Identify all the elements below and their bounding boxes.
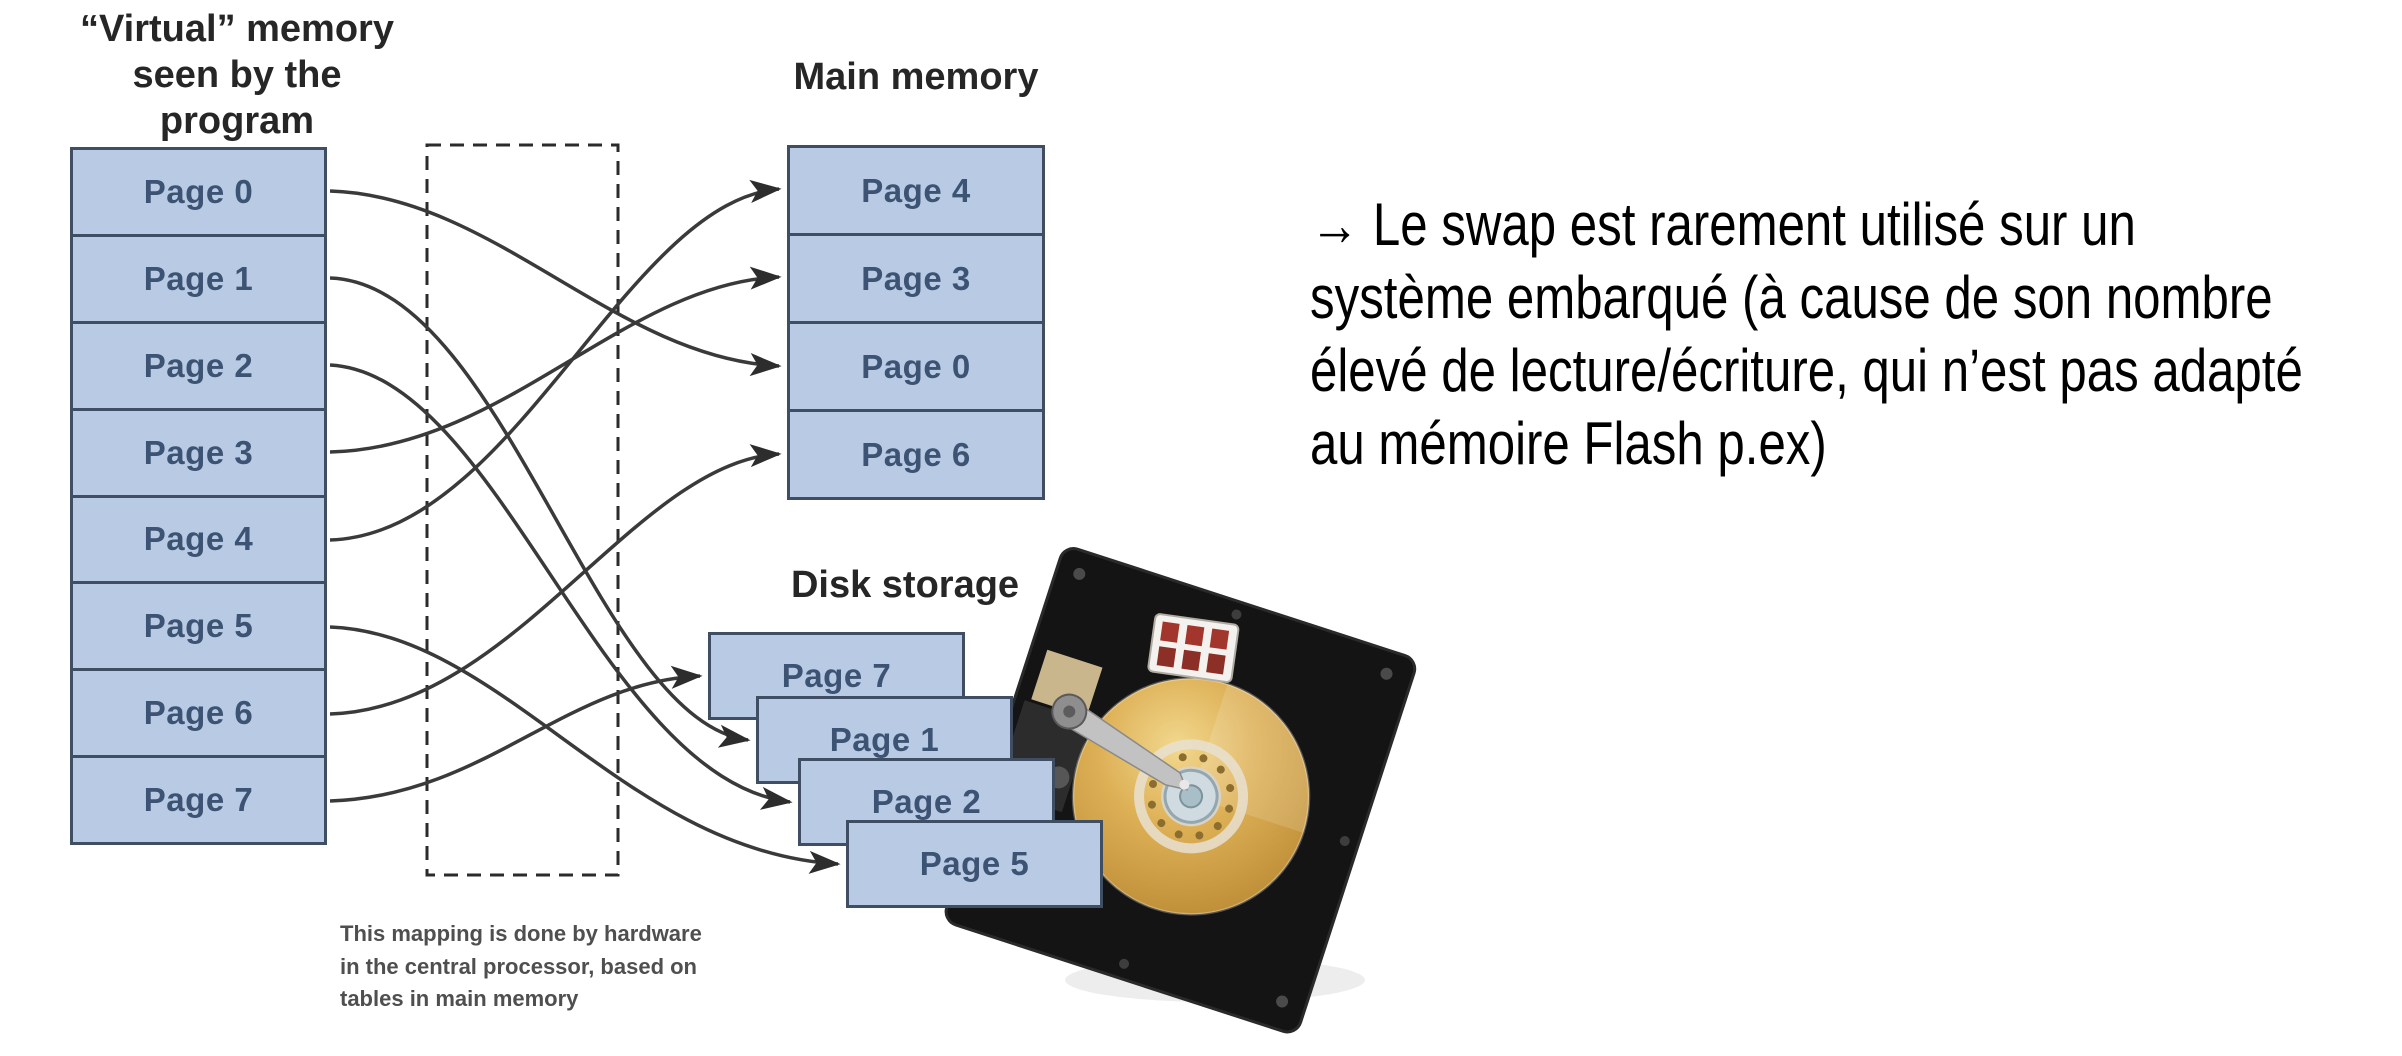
virtual-page-box: Page 7: [73, 755, 324, 842]
mapping-caption-line1: This mapping is done by hardware: [340, 921, 702, 946]
swap-note-line1: → Le swap est rarement utilisé sur un: [1310, 191, 2136, 258]
virtual-page-box: Page 1: [73, 233, 324, 321]
mapping-caption: This mapping is done by hardware in the …: [340, 918, 702, 1016]
arrow-page5-to-disk-page5: [329, 625, 841, 874]
main-memory-page-label: Page 0: [861, 347, 971, 385]
virtual-page-box: Page 2: [73, 320, 324, 408]
virtual-page-label: Page 7: [143, 781, 254, 819]
virtual-page-box: Page 3: [73, 407, 324, 495]
virtual-memory-title-line1: “Virtual” memory: [80, 8, 394, 50]
virtual-page-label: Page 6: [143, 694, 254, 732]
virtual-page-label: Page 1: [143, 259, 254, 297]
arrow-page4-to-main-page4: [329, 179, 782, 542]
hdd-beige-block: [1031, 649, 1103, 718]
main-memory-page-box: Page 0: [790, 321, 1042, 409]
main-memory-title: Main memory: [793, 56, 1039, 98]
arrow-page3-to-main-page3: [329, 266, 782, 454]
main-memory-column: Page 4 Page 3 Page 0 Page 6: [787, 145, 1045, 500]
mapping-caption-line2: in the central processor, based on: [340, 953, 697, 979]
hdd-connector: [1147, 613, 1240, 683]
main-memory-page-label: Page 4: [861, 171, 971, 209]
virtual-page-label: Page 4: [143, 520, 254, 558]
arrow-page2-to-disk-page2: [329, 363, 793, 810]
virtual-page-box: Page 4: [73, 494, 324, 582]
arrow-page6-to-main-page6: [329, 444, 782, 716]
mmu-dashed-box: [425, 143, 620, 877]
disk-page-box: Page 5: [846, 820, 1103, 908]
disk-page-label: Page 1: [829, 721, 940, 758]
disk-storage-title: Disk storage: [790, 564, 1020, 606]
main-memory-page-box: Page 3: [790, 233, 1042, 321]
arrow-page1-to-disk-page1: [329, 276, 751, 748]
swap-note-line2: système embarqué (à cause de son nombre: [1310, 264, 2273, 331]
disk-page-label: Page 5: [919, 845, 1030, 882]
virtual-memory-title: “Virtual” memory seen by the program: [57, 6, 417, 144]
swap-note: → Le swap est rarement utilisé sur un sy…: [1310, 188, 2401, 480]
virtual-memory-column: Page 0 Page 1 Page 2 Page 3 Page 4 Page …: [70, 147, 327, 845]
virtual-page-label: Page 3: [143, 433, 254, 471]
virtual-page-label: Page 5: [143, 607, 254, 645]
virtual-page-label: Page 0: [143, 172, 254, 210]
hdd-clamp-ring: [1134, 739, 1249, 854]
disk-page-label: Page 7: [781, 657, 892, 694]
mapping-caption-line3: tables in main memory: [340, 986, 579, 1011]
virtual-page-label: Page 2: [143, 346, 254, 384]
main-memory-page-box: Page 4: [790, 148, 1042, 233]
virtual-memory-title-line2: seen by the program: [132, 54, 342, 142]
main-memory-page-label: Page 3: [861, 259, 971, 297]
main-memory-page-box: Page 6: [790, 409, 1042, 497]
virtual-page-box: Page 0: [73, 150, 324, 234]
virtual-page-box: Page 5: [73, 581, 324, 668]
swap-note-line4: au mémoire Flash p.ex): [1310, 410, 1827, 477]
main-memory-page-label: Page 6: [861, 435, 971, 473]
disk-page-label: Page 2: [871, 783, 982, 820]
arrow-page0-to-main-page0: [329, 189, 782, 377]
swap-note-line3: élevé de lecture/écriture, qui n’est pas…: [1310, 337, 2303, 404]
virtual-page-box: Page 6: [73, 668, 324, 755]
mapping-arrows: [329, 179, 841, 874]
arrow-page7-to-disk-page7: [329, 665, 703, 803]
